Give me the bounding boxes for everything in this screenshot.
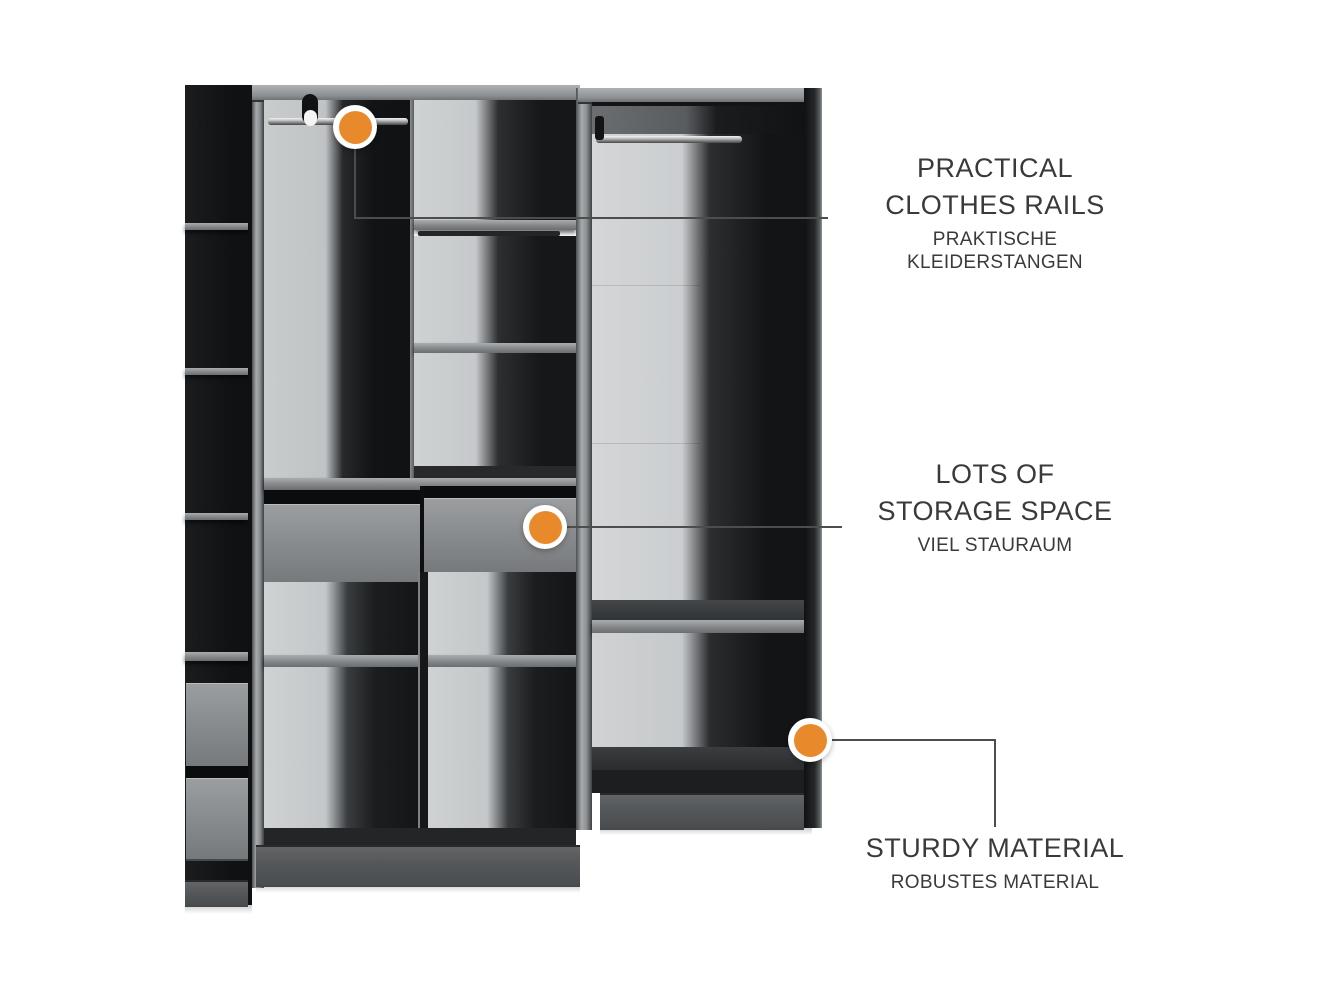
plinth [185, 880, 248, 907]
shelf-compartment [414, 353, 576, 466]
callout-title-line: PRACTICAL [916, 153, 1074, 183]
floor-shadow [600, 828, 812, 835]
shelf-compartment [414, 100, 576, 220]
shelf [185, 513, 248, 520]
drawer-gap [186, 766, 248, 778]
callout-marker-sturdy [788, 718, 832, 762]
open-compartment [428, 667, 576, 845]
divider-panel-edge [410, 100, 414, 478]
callout-title-line: LOTS OF [935, 459, 1055, 489]
compartment-floor [592, 600, 806, 620]
floor-shadow [185, 905, 252, 914]
callout-subtitle-line: KLEIDERSTANGEN [907, 252, 1083, 273]
drawer-slot [264, 490, 420, 504]
side-panel-outer [804, 88, 822, 828]
soffit-board [592, 102, 806, 138]
shelf [592, 620, 806, 633]
callout-sturdy-material: STURDY MATERIAL ROBUSTES MATERIAL [845, 830, 1145, 894]
panel-seam [592, 443, 700, 444]
callout-subtitle-line: PRAKTISCHE [932, 229, 1058, 250]
shelf [414, 220, 576, 230]
shelf [185, 223, 248, 230]
rail-compartment [264, 100, 410, 478]
side-panel [252, 85, 264, 888]
shelf-compartment [414, 236, 576, 343]
callout-subtitle-line: ROBUSTES MATERIAL [890, 872, 1100, 893]
callout-subtitle-line: VIEL STAURAUM [917, 535, 1073, 556]
open-compartment [428, 572, 576, 655]
compartment-floor [592, 747, 806, 770]
compartment-floor [414, 466, 576, 478]
hanger-hook-tip [304, 110, 317, 126]
callout-marker-clothes-rails [333, 105, 377, 149]
floor-shadow [256, 885, 580, 893]
callout-line-sturdy-vertical [994, 739, 996, 827]
open-compartment [264, 667, 418, 845]
pull-out-rail [418, 231, 560, 236]
plinth [600, 793, 804, 830]
shelf [414, 343, 576, 353]
wardrobe-left-section [185, 85, 252, 907]
callout-line-sturdy-horizontal [826, 739, 996, 741]
panel-seam [592, 285, 700, 286]
callout-practical-clothes-rails: PRACTICAL CLOTHES RAILS PRAKTISCHE KLEID… [845, 150, 1145, 274]
orange-dot-icon [338, 110, 372, 144]
shelf [185, 652, 248, 661]
drawer-divider [420, 486, 424, 582]
callout-line-clothes-rails-horizontal [354, 217, 828, 219]
side-panel [576, 88, 592, 830]
base-recess [592, 770, 806, 793]
plinth [256, 845, 580, 887]
callout-title-line: CLOTHES RAILS [885, 190, 1105, 220]
rail-compartment [592, 134, 806, 620]
compartment-floor [264, 828, 576, 845]
callout-line-clothes-rails-vertical [354, 147, 356, 218]
drawer-front [186, 683, 248, 769]
wardrobe-middle-section [256, 94, 580, 887]
drawer-slot [424, 486, 576, 498]
callout-title-line: STORAGE SPACE [877, 496, 1113, 526]
shelf [185, 368, 248, 375]
rail-bracket [595, 116, 604, 140]
callout-title-line: STURDY MATERIAL [865, 833, 1125, 863]
wardrobe-right-section [592, 102, 806, 830]
callout-line-storage-horizontal [560, 526, 842, 528]
callout-lots-of-storage-space: LOTS OF STORAGE SPACE VIEL STAURAUM [845, 456, 1145, 557]
orange-dot-icon [793, 723, 827, 757]
drawer-front [186, 778, 248, 861]
center-partition [418, 572, 428, 845]
drawer-front [264, 504, 420, 585]
callout-marker-storage [523, 505, 567, 549]
clothes-rail [596, 136, 742, 143]
open-compartment [264, 582, 418, 655]
orange-dot-icon [528, 510, 562, 544]
